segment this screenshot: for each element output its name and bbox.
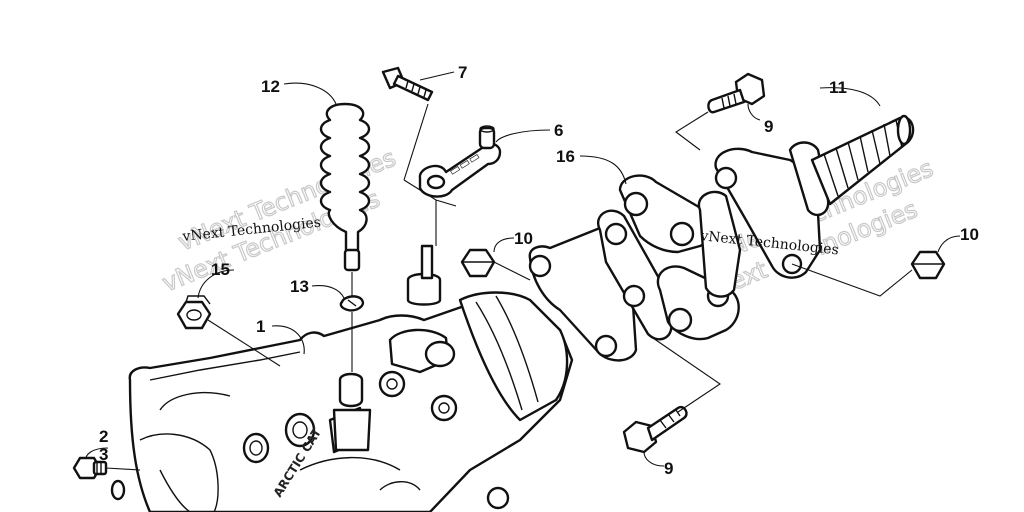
- part-15-nut: [176, 295, 212, 330]
- callout-13: 13: [290, 277, 309, 296]
- callout-10-left: 10: [514, 229, 533, 248]
- callout-10-right: 10: [960, 225, 979, 244]
- callout-15: 15: [211, 260, 230, 279]
- part-3-o-ring: [110, 479, 126, 501]
- callout-labels: 12 7 6 16 11 9 10 10 13 1 15 9 2 3: [99, 63, 979, 478]
- part-13-clip: [339, 295, 365, 312]
- assembly-lines: [105, 103, 913, 471]
- part-6-shift-arm: ▭▭▭: [418, 125, 502, 198]
- callout-3: 3: [99, 445, 108, 464]
- callout-7: 7: [458, 63, 467, 82]
- part-11-splined-yoke: [714, 114, 915, 279]
- part-9-bolt-bottom: [622, 405, 688, 454]
- callout-12: 12: [261, 77, 280, 96]
- callout-9-bottom: 9: [664, 459, 673, 478]
- callout-leaders: [85, 71, 961, 467]
- part-9-bolt-top: [707, 72, 766, 114]
- part-12-bellows-boot: [319, 102, 371, 272]
- callout-9-top: 9: [764, 117, 773, 136]
- part-16-flex-coupling: [528, 174, 742, 362]
- part-10-nut-left: [460, 248, 496, 278]
- callout-11: 11: [829, 78, 847, 97]
- callout-1: 1: [256, 317, 265, 336]
- part-1-gear-housing: ARCTIC CAT: [128, 244, 574, 512]
- callout-16: 16: [556, 147, 575, 166]
- callout-6: 6: [554, 121, 563, 140]
- part-10-nut-right: [910, 250, 946, 280]
- callout-2: 2: [99, 427, 108, 446]
- part-2-drain-plug: [72, 456, 108, 480]
- part-7-bolt: [381, 66, 434, 102]
